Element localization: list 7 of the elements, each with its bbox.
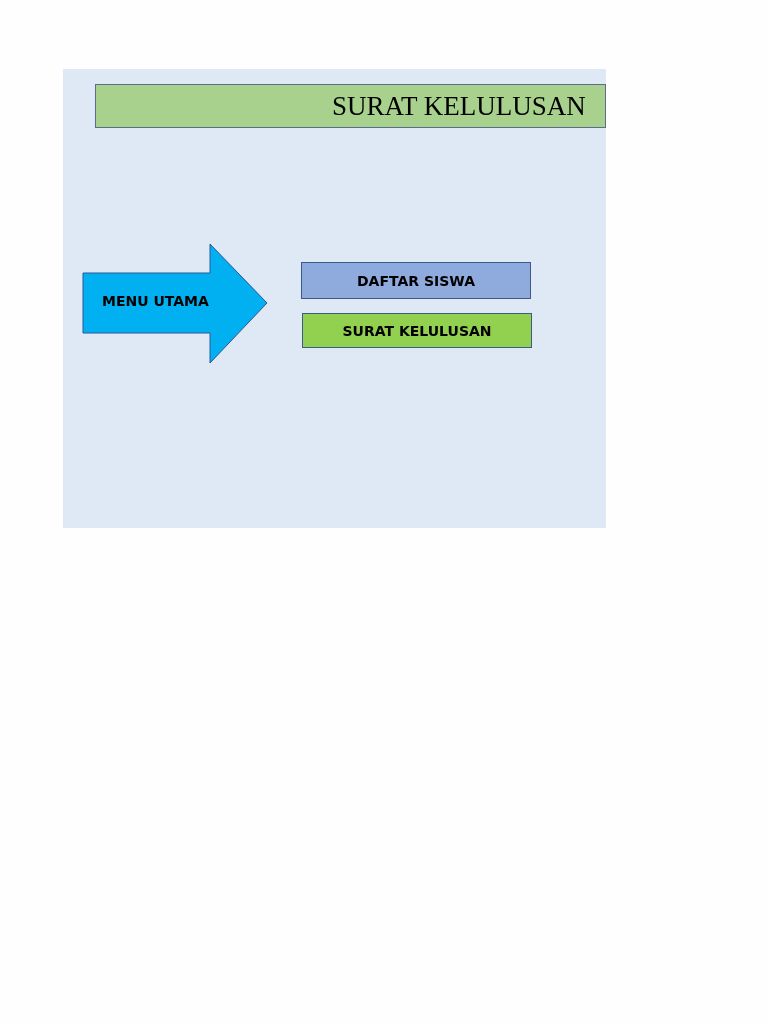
menu-box [302, 313, 532, 348]
menu-label: DAFTAR SISWA [357, 272, 475, 289]
title-banner [95, 84, 606, 128]
menu-label: SURAT KELULUSAN [342, 322, 492, 339]
arrow-label: MENU UTAMA [102, 293, 209, 309]
title-text: SURAT KELULUSAN [332, 91, 586, 122]
menu-box [301, 262, 531, 299]
